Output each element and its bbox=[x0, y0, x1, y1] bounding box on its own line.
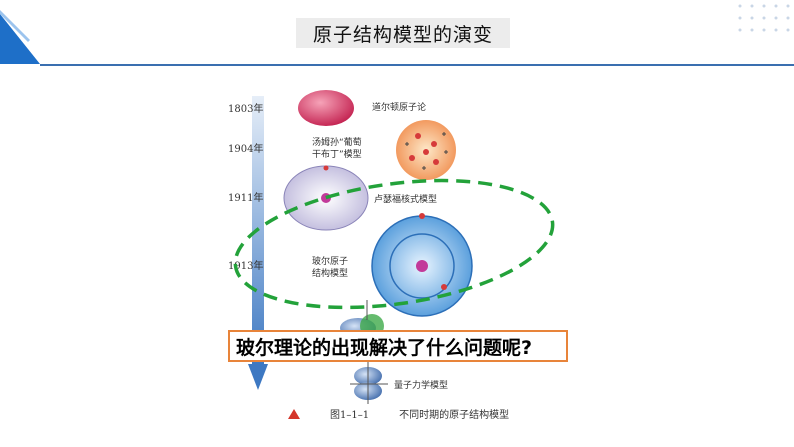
model-label: 结构模型 bbox=[312, 267, 348, 279]
year-label: 1803年 bbox=[228, 102, 263, 115]
model-label: 量子力学模型 bbox=[394, 379, 448, 391]
year-label: 1913年 bbox=[228, 259, 263, 272]
highlight-ellipse bbox=[233, 178, 555, 310]
caption-number: 图1–1–1 bbox=[330, 410, 370, 421]
dalton-sphere bbox=[298, 90, 354, 126]
header-divider bbox=[40, 64, 794, 66]
model-label: 卢瑟福核式模型 bbox=[374, 193, 437, 205]
triangle-icon bbox=[288, 408, 300, 419]
year-label: 1911年 bbox=[228, 191, 263, 204]
model-label: 干布丁”模型 bbox=[312, 148, 362, 160]
page-title: 原子结构模型的演变 bbox=[296, 18, 510, 48]
caption-text: 不同时期的原子结构模型 bbox=[399, 410, 510, 421]
dot-pattern-decoration bbox=[738, 4, 790, 32]
thomson-model bbox=[396, 120, 456, 180]
model-label: 汤姆孙“葡萄 bbox=[312, 136, 362, 148]
atomic-model-figure: 1803年 1904年 1911年 1913年 道尔顿原子论 汤姆孙“葡萄 干布… bbox=[228, 90, 555, 404]
corner-decoration bbox=[0, 10, 40, 64]
bohr-model bbox=[371, 213, 473, 317]
model-label: 玻尔原子 bbox=[312, 255, 348, 267]
figure-caption: 图1–1–1 不同时期的原子结构模型 bbox=[288, 406, 509, 421]
model-label: 道尔顿原子论 bbox=[372, 101, 426, 113]
year-label: 1904年 bbox=[228, 142, 263, 155]
question-callout: 玻尔理论的出现解决了什么问题呢? bbox=[228, 330, 568, 362]
